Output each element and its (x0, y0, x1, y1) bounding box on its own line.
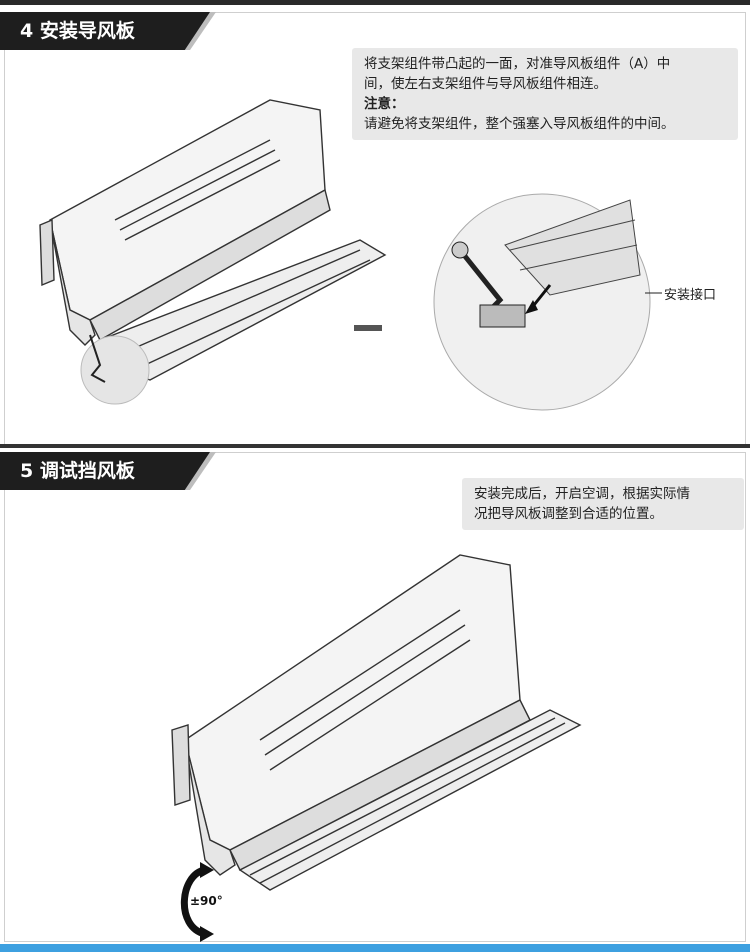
note-line: 间，使左右支架组件与导风板组件相连。 (364, 76, 607, 92)
note-line: 况把导风板调整到合适的位置。 (474, 506, 663, 522)
arrow-connector (354, 325, 382, 331)
note-line: 安装完成后，开启空调，根据实际情 (474, 486, 690, 502)
rotation-label: ±90° (190, 894, 223, 908)
ac-unit-adjusted-illustration (171, 554, 582, 891)
instruction-note: 安装完成后，开启空调，根据实际情 况把导风板调整到合适的位置。 (462, 478, 744, 530)
rotation-arrow-icon (180, 862, 214, 942)
section-divider (0, 444, 750, 448)
note-heading: 注意： (364, 96, 405, 112)
section-title: 5 调试挡风板 (0, 452, 210, 490)
ac-unit-illustration (39, 99, 387, 405)
detail-magnified-circle (433, 193, 662, 411)
callout-label: 安装接口 (664, 288, 717, 303)
note-line: 将支架组件带凸起的一面，对准导风板组件（A）中 (364, 56, 671, 72)
section-title: 4 安装导风板 (0, 12, 210, 50)
top-bar (0, 0, 750, 5)
instruction-note: 将支架组件带凸起的一面，对准导风板组件（A）中 间，使左右支架组件与导风板组件相… (352, 48, 738, 140)
note-warning: 请避免将支架组件，整个强塞入导风板组件的中间。 (364, 116, 675, 132)
magnify-source-circle (80, 335, 150, 405)
bottom-bar (0, 944, 750, 952)
